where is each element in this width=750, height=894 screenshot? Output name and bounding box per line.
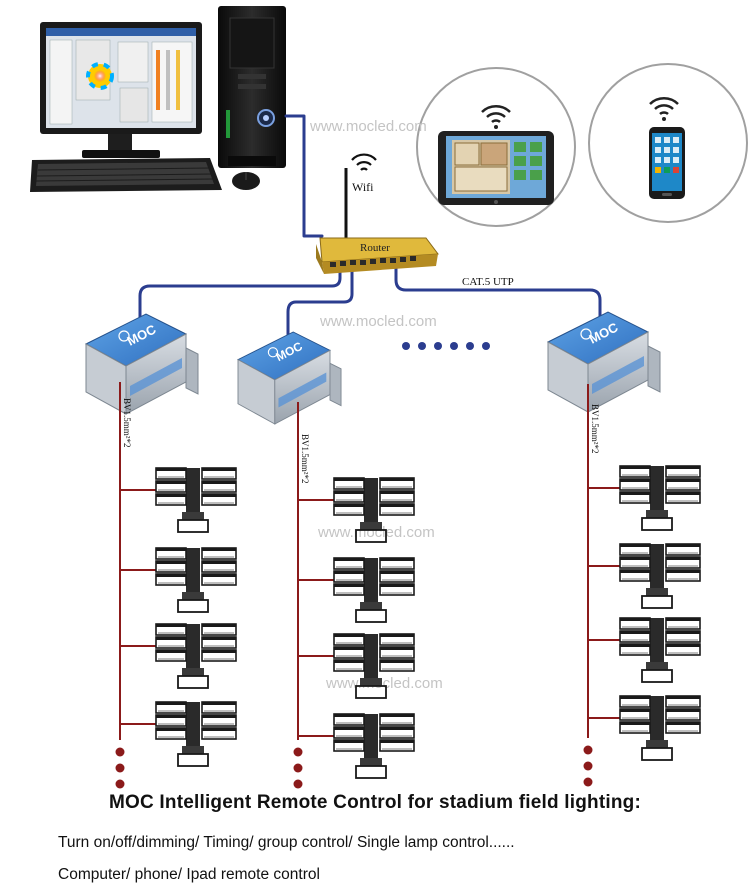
tablet-icon — [438, 131, 554, 205]
controller-module-icon: MOC — [84, 313, 199, 415]
more-controllers-dots — [402, 342, 490, 350]
floodlight-fixture-icon — [333, 477, 415, 543]
network-cable-label: CAT.5 UTP — [462, 276, 514, 288]
watermark: www.mocled.com — [325, 675, 443, 692]
continuation-dot — [115, 763, 125, 773]
continuation-dot — [115, 779, 125, 789]
power-cable-label: BV1.5mm²*2 — [122, 398, 132, 447]
watermarks: www.mocled.com www.mocled.com www.mocled… — [309, 118, 443, 692]
floodlight-fixture-icon — [155, 623, 237, 689]
tablet-device-bubble — [416, 67, 576, 227]
wifi-icon — [649, 97, 679, 121]
controller-modules: MOC MOC MOC — [84, 311, 661, 425]
caption-remote-control: Computer/ phone/ Ipad remote control — [58, 866, 320, 883]
floodlight-fixture-icon — [333, 713, 415, 779]
power-cable-label: BV1.5mm²*2 — [300, 434, 310, 483]
continuation-dot — [115, 747, 125, 757]
watermark: www.mocled.com — [309, 118, 427, 135]
desktop-computer-icon — [30, 6, 286, 192]
watermark: www.mocled.com — [317, 524, 435, 541]
floodlight-fixture-icon — [619, 695, 701, 761]
continuation-dot — [293, 763, 303, 773]
network-cables — [138, 114, 602, 342]
wifi-label: Wifi — [352, 180, 374, 194]
router-icon: Router — [316, 237, 439, 274]
smartphone-icon — [649, 127, 685, 199]
floodlight-fixture-icon — [155, 701, 237, 767]
controller-module-icon: MOC — [546, 311, 661, 413]
floodlight-fixture-icon — [333, 633, 415, 699]
wifi-icon — [481, 105, 511, 129]
continuation-dot — [293, 747, 303, 757]
phone-device-bubble — [588, 63, 748, 223]
watermark: www.mocled.com — [319, 313, 437, 330]
router-label: Router — [360, 242, 390, 254]
floodlight-fixture-icon — [155, 547, 237, 613]
continuation-dot — [583, 761, 593, 771]
controller-module-icon: MOC — [237, 331, 342, 425]
wifi-icon — [351, 153, 377, 171]
power-cable-label: BV1.5mm²*2 — [590, 404, 600, 453]
caption-title: MOC Intelligent Remote Control for stadi… — [109, 792, 641, 813]
continuation-dot — [583, 745, 593, 755]
floodlight-fixture-icon — [619, 465, 701, 531]
floodlight-fixture-icon — [619, 543, 701, 609]
continuation-dot — [293, 779, 303, 789]
caption-features: Turn on/off/dimming/ Timing/ group contr… — [58, 834, 515, 851]
floodlight-fixture-icon — [619, 617, 701, 683]
floodlight-fixture-icon — [333, 557, 415, 623]
floodlight-fixtures — [155, 465, 701, 779]
floodlight-fixture-icon — [155, 467, 237, 533]
continuation-dot — [583, 777, 593, 787]
